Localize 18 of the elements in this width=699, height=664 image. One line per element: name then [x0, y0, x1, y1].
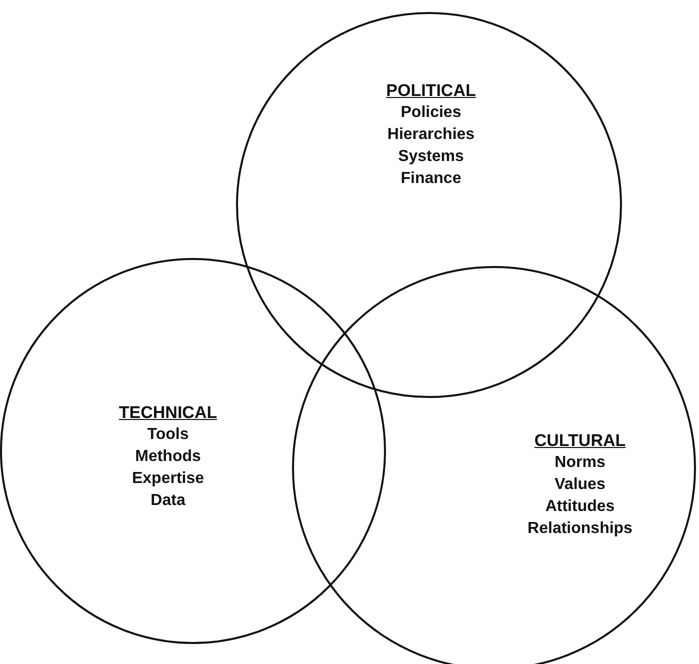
circle-item: Tools — [147, 425, 189, 445]
venn-circle — [292, 266, 696, 664]
circle-item: Finance — [400, 169, 462, 189]
circle-item: Relationships — [528, 519, 632, 539]
circle-item: Systems — [398, 147, 464, 167]
circle-item: Attitudes — [545, 497, 615, 517]
venn-circle — [236, 12, 622, 398]
circle-heading: TECHNICAL — [118, 402, 218, 424]
circle-item: Data — [150, 491, 186, 511]
venn-circle — [0, 258, 386, 644]
circle-item: Expertise — [132, 469, 204, 489]
circle-item: Methods — [135, 447, 201, 467]
circle-heading: POLITICAL — [386, 80, 476, 102]
circle-item: Norms — [554, 453, 606, 473]
circle-item: Hierarchies — [387, 125, 475, 145]
circle-item: Values — [554, 475, 606, 495]
circle-heading: CULTURAL — [534, 430, 626, 452]
circle-item: Policies — [400, 103, 462, 123]
